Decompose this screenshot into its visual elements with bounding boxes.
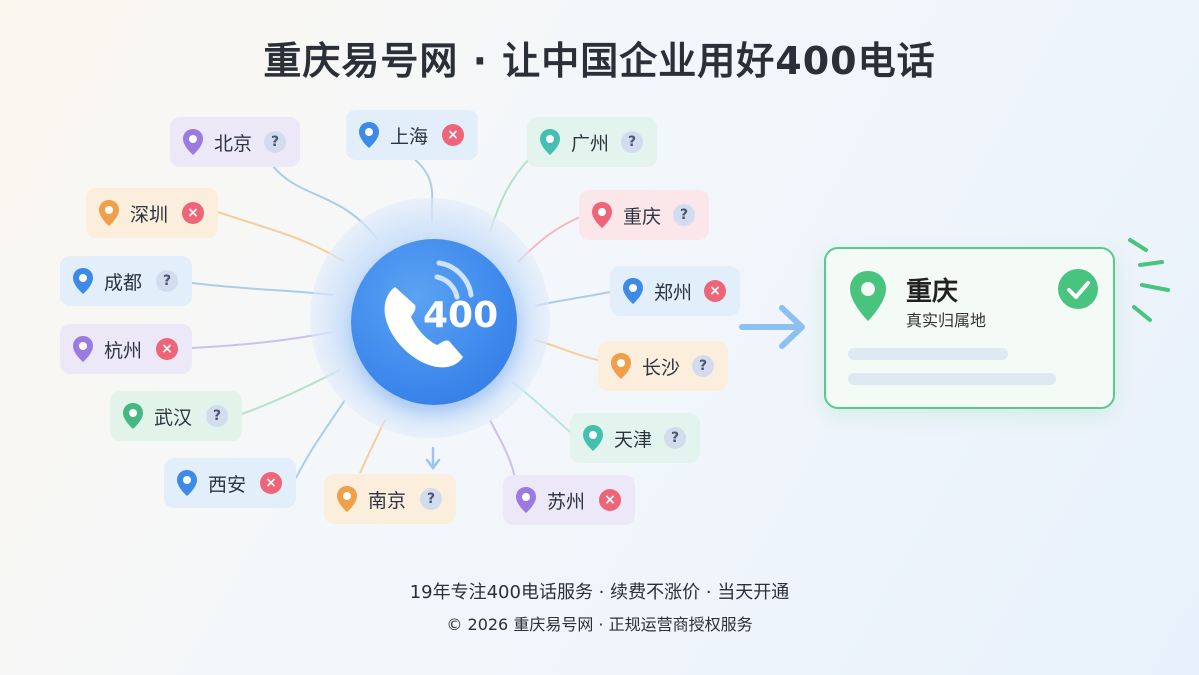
- location-pin-icon: [123, 403, 143, 429]
- question-icon: ?: [692, 355, 714, 377]
- question-icon: ?: [664, 427, 686, 449]
- question-icon: ?: [420, 488, 442, 510]
- city-name: 南京: [368, 489, 407, 512]
- location-pin-icon: [183, 129, 203, 155]
- footer-tagline: 19年专注400电话服务 · 续费不涨价 · 当天开通: [409, 582, 790, 603]
- close-icon: ×: [182, 202, 204, 224]
- question-icon: ?: [206, 405, 228, 427]
- city-name: 上海: [390, 125, 429, 148]
- right-arrow-icon: [739, 305, 805, 349]
- close-icon: ×: [704, 280, 726, 302]
- link-suzhou: [489, 419, 516, 479]
- city-chip-wuhan[interactable]: 武汉?: [110, 391, 242, 441]
- city-chip-chengdu[interactable]: 成都?: [60, 256, 192, 306]
- location-pin-icon: [99, 200, 119, 226]
- city-chip-shenzhen[interactable]: 深圳 ×: [86, 188, 218, 238]
- location-pin-icon: [73, 336, 93, 362]
- location-pin-icon: [583, 425, 603, 451]
- page-title: 重庆易号网 · 让中国企业用好400电话: [263, 39, 936, 83]
- result-card: 重庆 真实归属地: [824, 247, 1115, 409]
- city-chip-zhengzhou[interactable]: 郑州 ×: [610, 266, 740, 316]
- location-pin-icon: [850, 271, 886, 321]
- result-subtitle: 真实归属地: [906, 311, 987, 330]
- city-chip-shanghai[interactable]: 上海 ×: [346, 110, 478, 160]
- city-chip-changsha[interactable]: 长沙?: [598, 341, 728, 391]
- location-pin-icon: [623, 278, 643, 304]
- city-name: 深圳: [130, 203, 169, 226]
- question-icon: ?: [673, 204, 695, 226]
- city-name: 苏州: [547, 490, 586, 513]
- sparkle-icon: [1128, 238, 1170, 322]
- location-pin-icon: [359, 122, 379, 148]
- city-chip-chongqing[interactable]: 重庆?: [579, 190, 709, 240]
- location-pin-icon: [540, 129, 560, 155]
- result-city: 重庆: [906, 277, 959, 307]
- hub-400-circle: 400: [351, 239, 517, 405]
- check-icon: [1058, 269, 1098, 309]
- city-chip-tianjin[interactable]: 天津?: [570, 413, 700, 463]
- placeholder-line: [848, 373, 1056, 385]
- city-name: 成都: [104, 271, 143, 294]
- placeholder-line: [848, 348, 1008, 360]
- location-pin-icon: [611, 353, 631, 379]
- link-xian: [295, 399, 346, 479]
- down-arrow-icon: [425, 446, 441, 471]
- phone-icon: [384, 260, 474, 368]
- city-chip-suzhou[interactable]: 苏州 ×: [503, 475, 635, 525]
- city-name: 西安: [208, 473, 247, 496]
- city-name: 北京: [214, 132, 253, 155]
- question-icon: ?: [264, 131, 286, 153]
- location-pin-icon: [337, 486, 357, 512]
- question-icon: ?: [621, 131, 643, 153]
- city-name: 武汉: [154, 406, 193, 429]
- close-icon: ×: [599, 489, 621, 511]
- hub-number: 400: [423, 295, 499, 336]
- city-chip-xian[interactable]: 西安 ×: [164, 458, 296, 508]
- city-name: 重庆: [623, 205, 662, 228]
- close-icon: ×: [260, 472, 282, 494]
- city-name: 广州: [571, 132, 610, 155]
- link-shenzhen: [217, 211, 346, 263]
- city-name: 杭州: [104, 339, 143, 362]
- city-name: 长沙: [642, 356, 681, 379]
- location-pin-icon: [592, 202, 612, 228]
- city-chip-beijing[interactable]: 北京?: [170, 117, 300, 167]
- question-icon: ?: [156, 270, 178, 292]
- city-chip-hangzhou[interactable]: 杭州 ×: [60, 324, 192, 374]
- city-name: 天津: [614, 428, 653, 451]
- close-icon: ×: [156, 338, 178, 360]
- location-pin-icon: [177, 470, 197, 496]
- city-name: 郑州: [654, 281, 693, 304]
- footer-copyright: © 2026 重庆易号网 · 正规运营商授权服务: [446, 615, 753, 634]
- location-pin-icon: [516, 487, 536, 513]
- city-chip-nanjing[interactable]: 南京?: [324, 474, 456, 524]
- close-icon: ×: [442, 124, 464, 146]
- location-pin-icon: [73, 268, 93, 294]
- city-chip-guangzhou[interactable]: 广州?: [527, 117, 657, 167]
